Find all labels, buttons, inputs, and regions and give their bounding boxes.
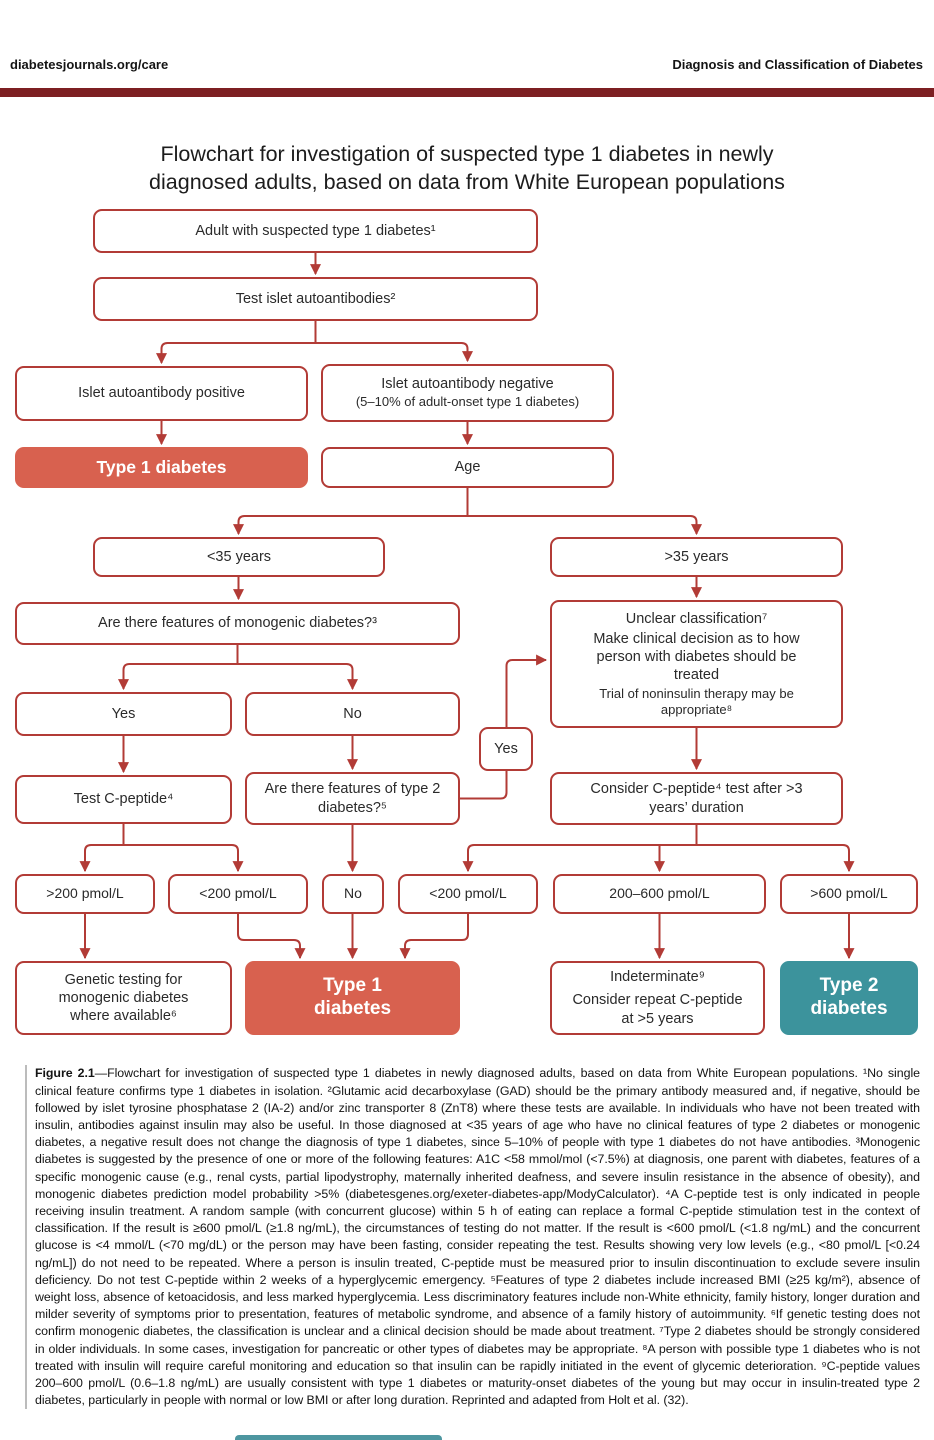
node-label: Islet autoantibody negative — [381, 376, 554, 393]
node-genetic-testing: Genetic testing for monogenic diabetes w… — [15, 961, 232, 1035]
figure-title-line1: Flowchart for investigation of suspected… — [160, 142, 774, 166]
node-yes-connector: Yes — [479, 727, 533, 771]
node-indeterminate: Indeterminate⁹ Consider repeat C-peptide… — [550, 961, 765, 1035]
node-autoantibody-negative: Islet autoantibody negative (5–10% of ad… — [321, 364, 614, 422]
node-type1-diabetes-final: Type 1 diabetes — [245, 961, 460, 1035]
figure-title: Flowchart for investigation of suspected… — [0, 141, 934, 196]
figure-caption: Figure 2.1—Flowchart for investigation o… — [25, 1065, 920, 1410]
node-yes: Yes — [15, 692, 232, 736]
node-gt600-pmol: >600 pmol/L — [780, 874, 918, 914]
node-test-c-peptide: Test C-peptide⁴ — [15, 775, 232, 824]
node-type1-diabetes: Type 1 diabetes — [15, 447, 308, 488]
node-label: >35 years — [664, 548, 729, 565]
node-200-600-pmol: 200–600 pmol/L — [553, 874, 766, 914]
node-consider-c-peptide: Consider C-peptide⁴ test after >3 years’… — [550, 772, 843, 825]
node-label: Indeterminate⁹ — [610, 969, 705, 986]
node-sublabel-small: Trial of noninsulin therapy may be appro… — [599, 686, 794, 718]
node-type2-diabetes-final: Type 2 diabetes — [780, 961, 918, 1035]
node-label: <200 pmol/L — [429, 885, 507, 902]
node-label: Unclear classification⁷ — [625, 610, 768, 627]
node-label: No — [344, 885, 362, 902]
node-label: Genetic testing for monogenic diabetes w… — [58, 971, 189, 1025]
node-type2-features-question: Are there features of type 2 diabetes?⁵ — [245, 772, 460, 825]
node-label: Test islet autoantibodies² — [235, 290, 396, 307]
node-test-islet-autoantibodies: Test islet autoantibodies² — [93, 277, 538, 321]
node-label: Yes — [111, 705, 136, 722]
node-label: <35 years — [206, 548, 272, 565]
node-adult-suspected-t1d: Adult with suspected type 1 diabetes¹ — [93, 209, 538, 253]
node-monogenic-features-question: Are there features of monogenic diabetes… — [15, 602, 460, 645]
node-label: Are there features of monogenic diabetes… — [98, 615, 377, 632]
node-label: Type 2 diabetes — [810, 975, 888, 1019]
node-label: No — [343, 705, 362, 722]
node-under-35-years: <35 years — [93, 537, 385, 577]
node-lt200-pmol-left: <200 pmol/L — [168, 874, 308, 914]
running-head-title: Diagnosis and Classification of Diabetes — [672, 57, 923, 72]
node-autoantibody-positive: Islet autoantibody positive — [15, 366, 308, 421]
node-label: >600 pmol/L — [810, 885, 888, 902]
node-sublabel: (5–10% of adult-onset type 1 diabetes) — [355, 394, 580, 410]
node-no: No — [245, 692, 460, 736]
node-label: Are there features of type 2 diabetes?⁵ — [264, 781, 441, 816]
node-label: 200–600 pmol/L — [609, 885, 710, 902]
node-label: <200 pmol/L — [199, 885, 277, 902]
header-rule — [0, 88, 934, 97]
node-label: Type 1 diabetes — [313, 975, 392, 1019]
node-sublabel: Consider repeat C-peptide at >5 years — [572, 992, 743, 1027]
node-unclear-classification: Unclear classification⁷ Make clinical de… — [550, 600, 843, 728]
node-label: Islet autoantibody positive — [78, 385, 245, 402]
node-label: Adult with suspected type 1 diabetes¹ — [195, 222, 436, 239]
node-no-small: No — [322, 874, 384, 914]
node-gt200-pmol: >200 pmol/L — [15, 874, 155, 914]
figure-caption-text: —Flowchart for investigation of suspecte… — [35, 1066, 920, 1408]
figure-title-line2: diagnosed adults, based on data from Whi… — [149, 169, 785, 194]
node-age: Age — [321, 447, 614, 488]
node-label: Type 1 diabetes — [96, 456, 227, 477]
next-section-edge — [235, 1435, 442, 1440]
node-over-35-years: >35 years — [550, 537, 843, 577]
node-label: Age — [454, 459, 481, 476]
node-lt200-pmol-right: <200 pmol/L — [398, 874, 538, 914]
node-label: Yes — [494, 740, 518, 757]
node-label: >200 pmol/L — [46, 885, 124, 902]
node-label: Consider C-peptide⁴ test after >3 years’… — [590, 781, 803, 816]
running-head-url: diabetesjournals.org/care — [10, 57, 169, 72]
node-label: Test C-peptide⁴ — [73, 791, 174, 808]
node-sublabel: Make clinical decision as to how person … — [593, 630, 800, 683]
figure-caption-label: Figure 2.1 — [35, 1066, 95, 1081]
